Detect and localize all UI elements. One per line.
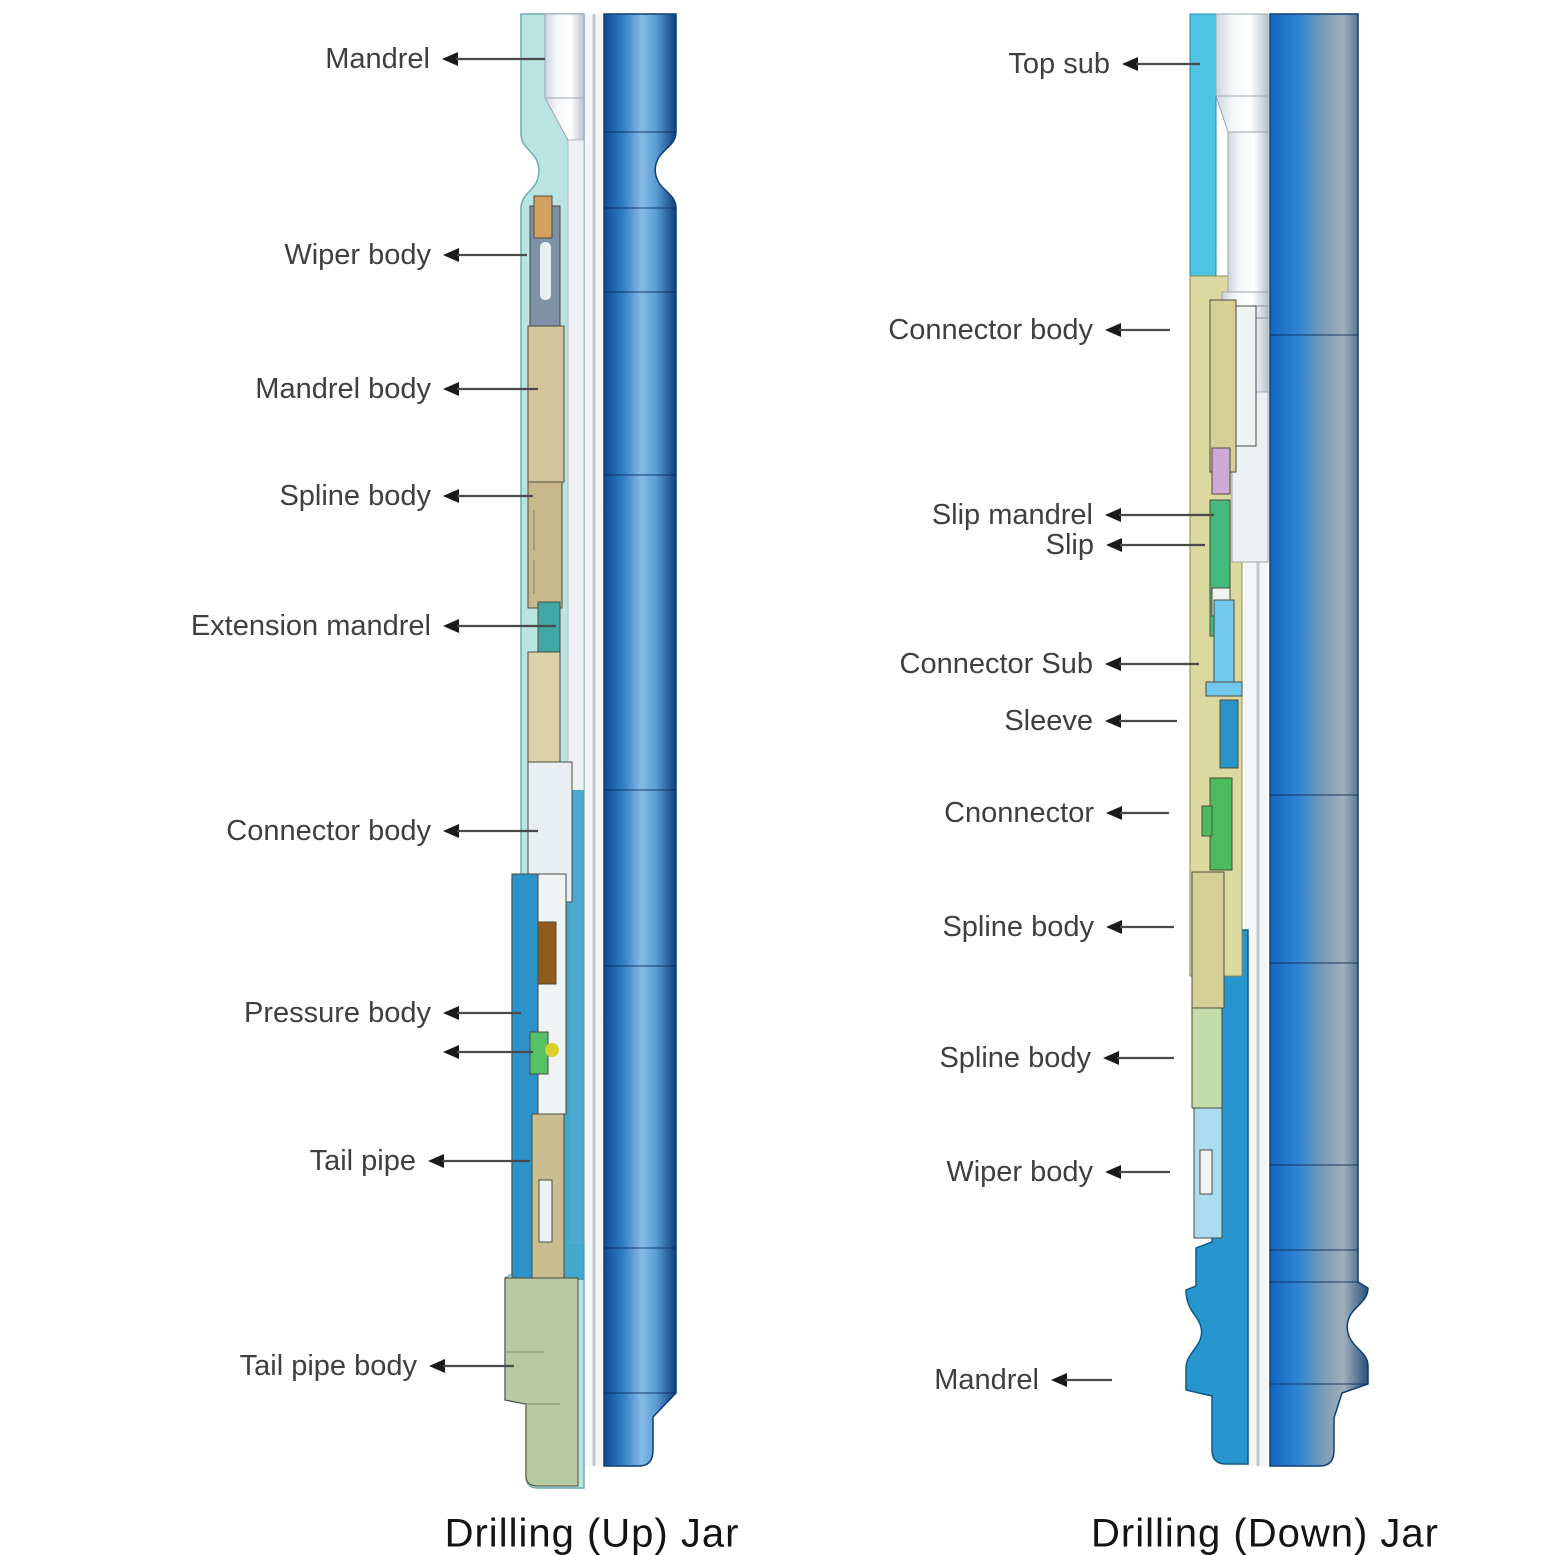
leader-arrowhead: [443, 489, 459, 503]
up-jar-mandrel-head: [544, 13, 585, 99]
leader-arrowhead: [443, 824, 459, 838]
leader-arrowhead: [1105, 714, 1121, 728]
part-label-pressure-body: Pressure body: [244, 997, 431, 1029]
leader-arrows: [428, 52, 1214, 1387]
leader-arrowhead: [443, 1006, 459, 1020]
part-label-connector-body: Connector body: [226, 815, 431, 847]
part-label-cnonnector: Cnonnector: [944, 797, 1094, 829]
caption-up-jar: Drilling (Up) Jar: [444, 1511, 740, 1555]
part-label-spline-body: Spline body: [942, 911, 1094, 943]
leader-arrowhead: [1105, 1165, 1121, 1179]
leader-arrowhead: [1106, 920, 1122, 934]
up-jar-exterior-tube: [603, 13, 677, 1467]
part-label-sleeve: Sleeve: [1004, 705, 1093, 737]
leader-arrowhead: [443, 1045, 459, 1059]
part-label-tail-pipe-body: Tail pipe body: [239, 1350, 417, 1382]
down-jar-exterior-tube: [1269, 13, 1369, 1467]
down-jar-internal-parts: [1191, 299, 1257, 1239]
leader-arrowhead: [1106, 806, 1122, 820]
leader-arrowhead: [1051, 1373, 1067, 1387]
part-label-extension-mandrel: Extension mandrel: [190, 610, 431, 642]
leader-arrowhead: [428, 1154, 444, 1168]
caption-down-jar: Drilling (Down) Jar: [1091, 1511, 1439, 1555]
leader-arrowhead: [443, 248, 459, 262]
leader-arrowhead: [1106, 538, 1122, 552]
part-label-connector-sub: Connector Sub: [899, 648, 1093, 680]
leader-arrowhead: [443, 619, 459, 633]
part-label-spline-body: Spline body: [279, 480, 431, 512]
leader-arrowhead: [1122, 57, 1138, 71]
leader-arrowhead: [1105, 508, 1121, 522]
part-label-wiper-body: Wiper body: [284, 239, 431, 271]
leader-arrowhead: [1103, 1051, 1119, 1065]
down-jar-top-sub-wall: [1189, 13, 1217, 281]
leader-arrowhead: [442, 52, 458, 66]
part-label-slip-mandrel: Slip mandrel: [931, 499, 1093, 531]
down-jar-illustration: [1185, 13, 1369, 1467]
part-label-wiper-body: Wiper body: [946, 1156, 1093, 1188]
part-label-spline-body: Spline body: [939, 1042, 1091, 1074]
part-label-top-sub: Top sub: [1008, 48, 1110, 80]
part-label-mandrel-body: Mandrel body: [255, 373, 431, 405]
up-jar-internal-parts: [504, 195, 579, 1487]
leader-arrowhead: [1105, 657, 1121, 671]
leader-arrowhead: [443, 382, 459, 396]
part-label-connector-body: Connector body: [888, 314, 1093, 346]
part-label-mandrel: Mandrel: [325, 43, 430, 75]
leader-arrowhead: [1105, 323, 1121, 337]
leader-arrowhead: [429, 1359, 445, 1373]
part-label-tail-pipe: Tail pipe: [309, 1145, 416, 1177]
part-label-mandrel: Mandrel: [934, 1364, 1039, 1396]
part-label-slip: Slip: [1045, 529, 1094, 561]
up-jar-illustration: [504, 13, 677, 1489]
